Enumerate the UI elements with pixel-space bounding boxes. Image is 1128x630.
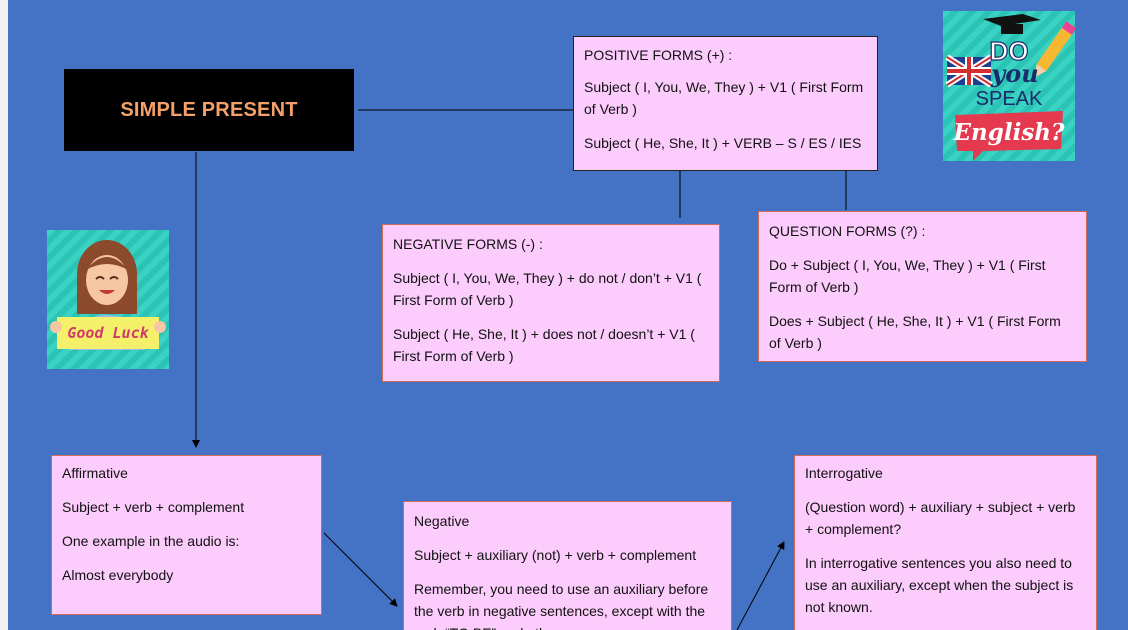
interrogative-heading: Interrogative	[805, 465, 883, 481]
positive-line-2: Subject ( He, She, It ) + VERB – S / ES …	[584, 135, 862, 151]
negative-forms-box: NEGATIVE FORMS (-) : Subject ( I, You, W…	[382, 224, 720, 382]
question-forms-line-2: Does + Subject ( He, She, It ) + V1 ( Fi…	[769, 313, 1061, 351]
affirmative-example: Almost everybody	[62, 567, 174, 583]
diagram-title: SIMPLE PRESENT	[120, 98, 298, 121]
diagram-canvas: SIMPLE PRESENT POSITIVE FORMS (+) : Subj…	[8, 0, 1128, 630]
negative-box: Negative Subject + auxiliary (not) + ver…	[403, 501, 732, 630]
badge-do-text: DO	[990, 36, 1029, 66]
do-you-speak-english-badge: DO you SPEAK English?	[943, 11, 1075, 161]
arrow-negative-interrogative	[736, 541, 785, 630]
question-forms-heading: QUESTION FORMS (?) :	[769, 223, 926, 239]
interrogative-box: Interrogative (Question word) + auxiliar…	[794, 455, 1097, 630]
good-luck-text: Good Luck	[67, 324, 149, 342]
positive-line-1: Subject ( I, You, We, They ) + V1 ( Firs…	[584, 79, 864, 117]
positive-heading: POSITIVE FORMS (+) :	[584, 47, 733, 63]
badge-speak-text: SPEAK	[976, 88, 1043, 110]
connector-lines	[192, 109, 847, 630]
good-luck-illustration: Good Luck	[47, 230, 169, 369]
interrogative-note: In interrogative sentences you also need…	[805, 555, 1074, 615]
affirmative-heading: Affirmative	[62, 465, 128, 481]
negative-formula: Subject + auxiliary (not) + verb + compl…	[414, 547, 697, 563]
interrogative-formula: (Question word) + auxiliary + subject + …	[805, 499, 1076, 537]
negative-note: Remember, you need to use an auxiliary b…	[414, 581, 709, 630]
affirmative-example-intro: One example in the audio is:	[62, 533, 240, 549]
badge-english-text: English?	[953, 119, 1065, 146]
uk-flag-icon	[945, 54, 993, 88]
negative-forms-line-2: Subject ( He, She, It ) + does not / doe…	[393, 326, 695, 364]
question-forms-line-1: Do + Subject ( I, You, We, They ) + V1 (…	[769, 257, 1046, 295]
badge-graphic: DO you SPEAK English?	[943, 11, 1075, 161]
negative-heading: Negative	[414, 513, 470, 529]
positive-forms-box: POSITIVE FORMS (+) : Subject ( I, You, W…	[573, 36, 878, 171]
arrow-affirmative-negative	[323, 532, 398, 607]
question-forms-box: QUESTION FORMS (?) : Do + Subject ( I, Y…	[758, 211, 1087, 362]
affirmative-box: Affirmative Subject + verb + complement …	[51, 455, 322, 615]
negative-forms-heading: NEGATIVE FORMS (-) :	[393, 236, 543, 252]
negative-forms-line-1: Subject ( I, You, We, They ) + do not / …	[393, 270, 702, 308]
title-box: SIMPLE PRESENT	[64, 69, 354, 151]
affirmative-formula: Subject + verb + complement	[62, 499, 245, 515]
good-luck-graphic: Good Luck	[47, 230, 169, 369]
badge-you-text: you	[990, 59, 1038, 88]
